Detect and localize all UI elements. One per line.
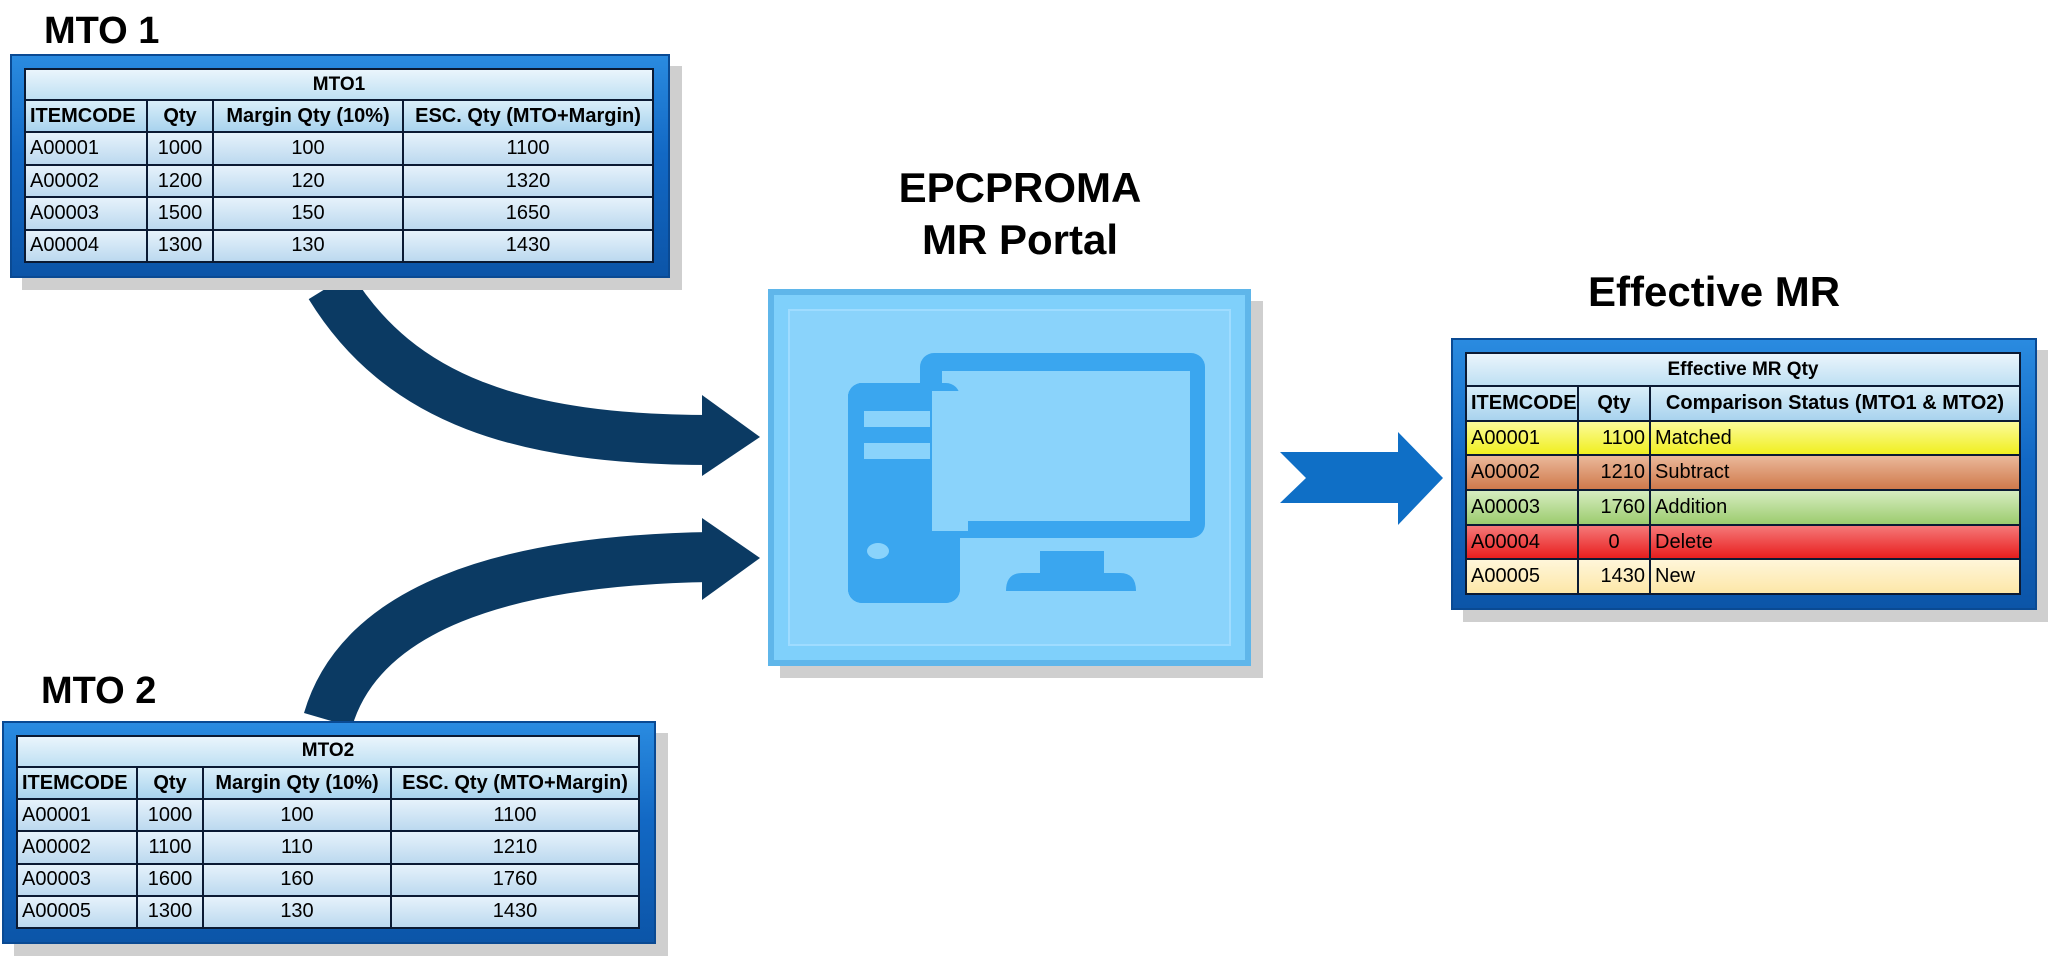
table-row: A00002 1200 120 1320 (24, 163, 654, 199)
computer-icon (848, 353, 1205, 603)
cell-itemcode: A00001 (24, 131, 148, 166)
cell-margin: 100 (212, 131, 404, 166)
effective-heading: Effective MR (1588, 268, 1841, 315)
column-header: Qty (1577, 385, 1651, 422)
mto2-table-title: MTO2 (16, 735, 640, 768)
cell-qty: 1500 (146, 196, 214, 231)
cell-esc: 1210 (390, 830, 640, 865)
cell-qty: 1300 (136, 894, 204, 930)
cell-esc: 1430 (390, 894, 640, 930)
effective-table-title: Effective MR Qty (1465, 351, 2021, 388)
cell-qty: 1000 (136, 798, 204, 833)
cell-margin: 150 (212, 196, 404, 231)
table-row: A00004 0 Delete (1465, 523, 2021, 561)
cell-esc: 1100 (402, 131, 654, 166)
table-row: A00004 1300 130 1430 (24, 228, 654, 264)
column-header: Comparison Status (MTO1 & MTO2) (1649, 385, 2021, 422)
cell-esc: 1760 (390, 862, 640, 897)
column-header: ITEMCODE (1465, 385, 1579, 422)
cell-itemcode: A00004 (1465, 523, 1579, 561)
mr-portal-inner (788, 309, 1231, 646)
cell-qty: 1300 (146, 228, 214, 264)
cell-itemcode: A00003 (24, 196, 148, 231)
cell-qty: 1430 (1577, 558, 1651, 595)
cell-esc: 1430 (402, 228, 654, 264)
cell-status: New (1649, 558, 2021, 595)
column-header: Qty (136, 765, 204, 801)
table-row: A00005 1430 New (1465, 558, 2021, 595)
table-row: A00003 1760 Addition (1465, 489, 2021, 526)
cell-itemcode: A00002 (24, 163, 148, 199)
column-header: ITEMCODE (16, 765, 138, 801)
column-header: ITEMCODE (24, 99, 148, 134)
cell-itemcode: A00004 (24, 228, 148, 264)
cell-itemcode: A00001 (16, 798, 138, 833)
cell-qty: 1100 (136, 830, 204, 865)
table-row: A00003 1600 160 1760 (16, 862, 640, 897)
cell-margin: 120 (212, 163, 404, 199)
cell-qty: 0 (1577, 523, 1651, 561)
cell-itemcode: A00003 (16, 862, 138, 897)
mto2-table: MTO2 ITEMCODE Qty Margin Qty (10%) ESC. … (16, 735, 640, 930)
table-row: A00001 1100 Matched (1465, 419, 2021, 457)
cell-margin: 160 (202, 862, 392, 897)
cell-margin: 130 (202, 894, 392, 930)
arrow-portal-to-effective (1280, 432, 1443, 525)
cell-status: Matched (1649, 419, 2021, 457)
arrow-mto1-to-portal (308, 272, 760, 476)
mto1-heading: MTO 1 (44, 10, 160, 52)
effective-panel: Effective MR Qty ITEMCODE Qty Comparison… (1451, 338, 2037, 610)
cell-itemcode: A00001 (1465, 419, 1579, 457)
mr-portal-box (768, 289, 1251, 666)
cell-status: Addition (1649, 489, 2021, 526)
table-row: A00002 1100 110 1210 (16, 830, 640, 865)
cell-qty: 1600 (136, 862, 204, 897)
cell-esc: 1100 (390, 798, 640, 833)
mto1-panel: MTO1 ITEMCODE Qty Margin Qty (10%) ESC. … (10, 54, 670, 278)
cell-itemcode: A00003 (1465, 489, 1579, 526)
cell-qty: 1000 (146, 131, 214, 166)
portal-heading-line1: EPCPROMA (898, 164, 1142, 211)
cell-itemcode: A00002 (1465, 454, 1579, 492)
cell-margin: 100 (202, 798, 392, 833)
cell-qty: 1760 (1577, 489, 1651, 526)
column-header: ESC. Qty (MTO+Margin) (390, 765, 640, 801)
cell-esc: 1650 (402, 196, 654, 231)
column-header: Margin Qty (10%) (202, 765, 392, 801)
table-row: A00001 1000 100 1100 (16, 798, 640, 833)
arrow-mto2-to-portal (304, 518, 760, 728)
cell-qty: 1210 (1577, 454, 1651, 492)
column-header: Margin Qty (10%) (212, 99, 404, 134)
mto2-heading: MTO 2 (41, 670, 157, 712)
mto1-table: MTO1 ITEMCODE Qty Margin Qty (10%) ESC. … (24, 67, 654, 264)
table-row: A00001 1000 100 1100 (24, 131, 654, 166)
column-header: Qty (146, 99, 214, 134)
effective-table: Effective MR Qty ITEMCODE Qty Comparison… (1465, 351, 2021, 595)
cell-status: Delete (1649, 523, 2021, 561)
cell-itemcode: A00005 (1465, 558, 1579, 595)
mto2-panel: MTO2 ITEMCODE Qty Margin Qty (10%) ESC. … (2, 721, 656, 944)
table-row: A00003 1500 150 1650 (24, 196, 654, 231)
cell-qty: 1100 (1577, 419, 1651, 457)
cell-itemcode: A00002 (16, 830, 138, 865)
table-row: A00005 1300 130 1430 (16, 894, 640, 930)
cell-margin: 110 (202, 830, 392, 865)
table-row: A00002 1210 Subtract (1465, 454, 2021, 492)
cell-status: Subtract (1649, 454, 2021, 492)
cell-itemcode: A00005 (16, 894, 138, 930)
portal-heading-line2: MR Portal (921, 216, 1118, 263)
portal-heading: EPCPROMA MR Portal (890, 162, 1150, 266)
cell-esc: 1320 (402, 163, 654, 199)
mto1-table-title: MTO1 (24, 67, 654, 102)
cell-margin: 130 (212, 228, 404, 264)
column-header: ESC. Qty (MTO+Margin) (402, 99, 654, 134)
cell-qty: 1200 (146, 163, 214, 199)
